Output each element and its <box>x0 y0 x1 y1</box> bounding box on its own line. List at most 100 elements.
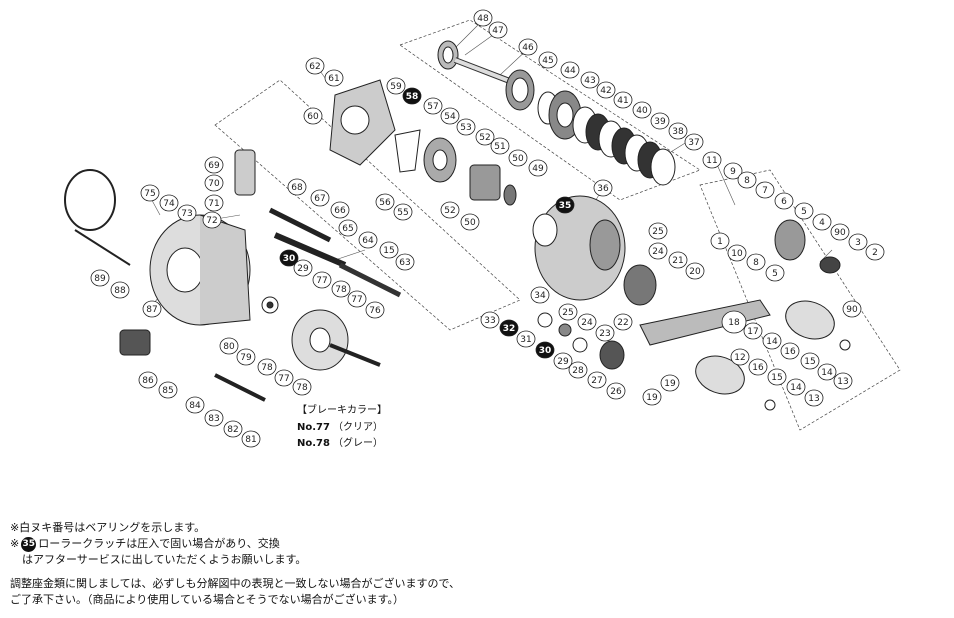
callout-number: 53 <box>460 123 471 133</box>
callout-number: 64 <box>362 236 374 246</box>
level-wind-handle-part <box>64 169 116 231</box>
callout-number: 26 <box>610 387 622 397</box>
callout-circle <box>177 204 197 222</box>
callout-78: 78 <box>257 358 277 376</box>
callout-number: 15 <box>383 246 394 256</box>
callout-number: 78 <box>261 363 273 373</box>
callout-34: 34 <box>530 286 550 304</box>
callout-28: 28 <box>568 361 588 379</box>
callout-number: 68 <box>291 183 303 193</box>
callout-number: 24 <box>652 247 664 257</box>
callout-89: 89 <box>90 269 110 287</box>
callout-29: 29 <box>293 259 313 277</box>
callout-circle <box>833 372 853 390</box>
callout-circle <box>310 189 330 207</box>
callout-circle <box>375 193 395 211</box>
note-roller-clutch-text: ローラークラッチは圧入で固い場合があり、交換 <box>38 537 280 550</box>
callout-number: 19 <box>664 379 676 389</box>
callout-circle <box>577 313 597 331</box>
callout-circle <box>287 178 307 196</box>
callout-number: 24 <box>581 318 593 328</box>
note-prefix: ※ <box>10 537 20 550</box>
callout-circle <box>338 219 358 237</box>
callout-number: 34 <box>534 291 546 301</box>
callout-5: 5 <box>794 202 814 220</box>
callout-3: 3 <box>848 233 868 251</box>
callout-circle <box>159 194 179 212</box>
callout-number: 85 <box>162 386 173 396</box>
callout-circle <box>721 310 747 334</box>
callout-61: 61 <box>324 69 344 87</box>
callout-number: 3 <box>855 238 861 248</box>
callout-number: 29 <box>297 264 309 274</box>
callout-number: 90 <box>846 305 858 315</box>
callout-circle <box>204 156 224 174</box>
drag-washer-stack <box>537 90 676 186</box>
callout-7: 7 <box>755 181 775 199</box>
callout-50: 50 <box>508 149 528 167</box>
callout-82: 82 <box>223 420 243 438</box>
level-rod-part <box>268 207 347 268</box>
callout-circle <box>765 264 785 282</box>
callout-number: 13 <box>837 377 848 387</box>
callout-number: 18 <box>728 318 740 328</box>
callout-circle <box>650 112 670 130</box>
callout-number: 2 <box>872 248 878 258</box>
callout-number: 61 <box>328 74 339 84</box>
star-drag-cap-part <box>599 340 625 370</box>
callout-circle <box>648 222 668 240</box>
callout-69: 69 <box>204 156 224 174</box>
callout-number: 78 <box>335 285 347 295</box>
callout-number: 69 <box>208 161 220 171</box>
callout-circle <box>727 244 747 262</box>
callout-circle <box>668 251 688 269</box>
washer-stack-part <box>537 312 588 353</box>
callout-number: 28 <box>572 366 584 376</box>
callout-circle <box>499 319 519 337</box>
spring-part <box>503 184 517 206</box>
callout-circle <box>490 137 510 155</box>
callout-22: 22 <box>613 313 633 331</box>
callout-70: 70 <box>204 174 224 192</box>
callout-circle <box>460 213 480 231</box>
callout-circle <box>748 358 768 376</box>
callout-6: 6 <box>774 192 794 210</box>
callout-number: 80 <box>223 342 235 352</box>
callout-circle <box>530 286 550 304</box>
callout-84: 84 <box>185 396 205 414</box>
callout-56: 56 <box>375 193 395 211</box>
callout-26: 26 <box>606 382 626 400</box>
callout-circle <box>642 388 662 406</box>
note-washer: 調整座金類に関しましては、必ずしも分解図中の表現と一致しない場合がございますので… <box>10 577 461 590</box>
callout-circle <box>702 151 722 169</box>
callout-33: 33 <box>480 311 500 329</box>
callout-circle <box>737 171 757 189</box>
callout-15: 15 <box>379 241 399 259</box>
callout-74: 74 <box>159 194 179 212</box>
worm-shaft-part <box>338 262 402 298</box>
callout-circle <box>110 281 130 299</box>
callout-79: 79 <box>236 348 256 366</box>
callout-5: 5 <box>765 264 785 282</box>
callout-78: 78 <box>331 280 351 298</box>
callout-37: 37 <box>684 133 704 151</box>
spool-bearing-part <box>261 296 279 314</box>
callout-number: 46 <box>522 43 534 53</box>
callout-83: 83 <box>204 409 224 427</box>
callout-24: 24 <box>648 242 668 260</box>
callout-45: 45 <box>538 51 558 69</box>
callout-71: 71 <box>204 194 224 212</box>
callout-53: 53 <box>456 118 476 136</box>
callout-40: 40 <box>632 101 652 119</box>
frame-part <box>329 79 396 166</box>
callout-circle <box>330 201 350 219</box>
callout-24: 24 <box>577 313 597 331</box>
callout-circle <box>786 378 806 396</box>
callout-circle <box>780 342 800 360</box>
callout-65: 65 <box>338 219 358 237</box>
side-cover-part <box>532 195 626 301</box>
callout-number: 5 <box>801 207 807 217</box>
callout-number: 35 <box>559 201 572 211</box>
callout-number: 37 <box>688 138 699 148</box>
callout-14: 14 <box>817 363 837 381</box>
